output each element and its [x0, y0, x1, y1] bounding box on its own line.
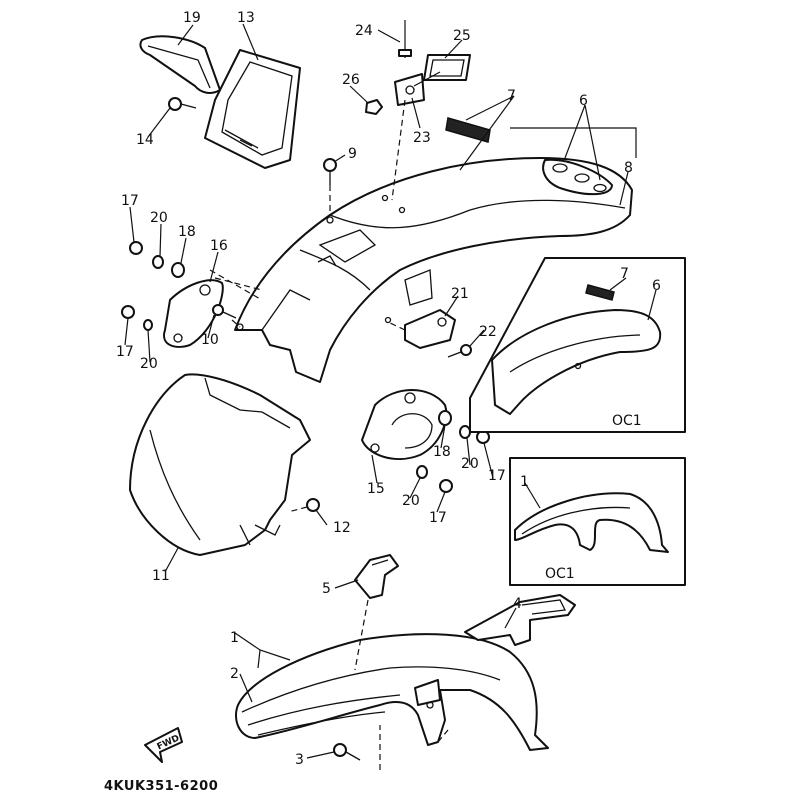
clamp-21 — [404, 309, 456, 349]
washer-20-right — [459, 425, 471, 439]
inset-label-oc1-front: OC1 — [545, 566, 575, 582]
callout-14: 14 — [136, 132, 154, 148]
callout-7: 7 — [507, 88, 516, 104]
callout-20b: 20 — [140, 356, 158, 372]
bolt-3 — [333, 743, 361, 761]
rear-fender — [234, 157, 633, 383]
front-fender — [235, 633, 549, 751]
callout-18a: 18 — [178, 224, 196, 240]
callout-20c: 20 — [461, 456, 479, 472]
callout-17d: 17 — [429, 510, 447, 526]
callout-24: 24 — [355, 23, 373, 39]
callout-numbers: 19 13 14 24 25 26 23 7 6 8 9 17 20 18 16… — [116, 10, 661, 768]
callout-1: 1 — [230, 630, 239, 646]
fwd-arrow-icon: FWD — [144, 727, 183, 763]
screw-10 — [212, 304, 237, 319]
fender-stay-4 — [464, 594, 576, 646]
callout-19: 19 — [183, 10, 201, 26]
callout-7b: 7 — [620, 266, 629, 282]
rubber-seal — [139, 35, 221, 94]
bolt-9 — [323, 158, 337, 185]
rear-fender-cover-plate — [542, 158, 613, 196]
callout-26: 26 — [342, 72, 360, 88]
callout-17a: 17 — [121, 193, 139, 209]
bolt-17-bottom — [439, 479, 453, 493]
callout-25: 25 — [453, 28, 471, 44]
callout-23: 23 — [413, 130, 431, 146]
callout-6: 6 — [579, 93, 588, 109]
collar-18-right — [438, 410, 452, 426]
callout-10: 10 — [201, 332, 219, 348]
callout-6b: 6 — [652, 278, 661, 294]
nut-26 — [365, 99, 383, 115]
callout-8: 8 — [624, 160, 633, 176]
callout-11: 11 — [152, 568, 170, 584]
callout-21: 21 — [451, 286, 469, 302]
inset-oc1-rear — [469, 257, 686, 433]
bracket-16 — [163, 279, 224, 348]
bolt-14 — [168, 97, 197, 111]
license-bracket — [204, 49, 301, 169]
fender-stay-5 — [354, 554, 399, 599]
callout-9: 9 — [348, 146, 357, 162]
diagram-code: 4KUK351-6200 — [104, 779, 218, 794]
callout-13: 13 — [237, 10, 255, 26]
callout-5: 5 — [322, 581, 331, 597]
callout-12: 12 — [333, 520, 351, 536]
leader-lines — [124, 23, 657, 759]
washer-20-upper — [152, 255, 164, 269]
callout-2: 2 — [230, 666, 239, 682]
washer-20-lower — [143, 319, 153, 331]
callout-17b: 17 — [116, 344, 134, 360]
callout-17c: 17 — [488, 468, 506, 484]
inset-label-oc1-rear: OC1 — [612, 413, 642, 429]
callout-3: 3 — [295, 752, 304, 768]
callout-16: 16 — [210, 238, 228, 254]
screw-22 — [447, 344, 472, 358]
inner-fender-11 — [129, 373, 311, 556]
callout-20a: 20 — [150, 210, 168, 226]
plate-23 — [394, 73, 425, 106]
inset-oc1-front — [509, 457, 686, 586]
washer-20-bottom — [416, 465, 428, 479]
callout-15: 15 — [367, 481, 385, 497]
emblem — [445, 117, 491, 143]
bolt-12 — [306, 498, 320, 512]
callout-20d: 20 — [402, 493, 420, 509]
bolt-17-lower — [121, 305, 135, 319]
bolt-17-upper — [129, 241, 143, 255]
callout-18b: 18 — [433, 444, 451, 460]
callout-4: 4 — [513, 596, 522, 612]
collar-18-upper — [171, 262, 185, 278]
bolt-24 — [398, 20, 412, 58]
callout-22: 22 — [479, 324, 497, 340]
bracket-15 — [361, 389, 448, 460]
callout-1b: 1 — [520, 474, 529, 490]
